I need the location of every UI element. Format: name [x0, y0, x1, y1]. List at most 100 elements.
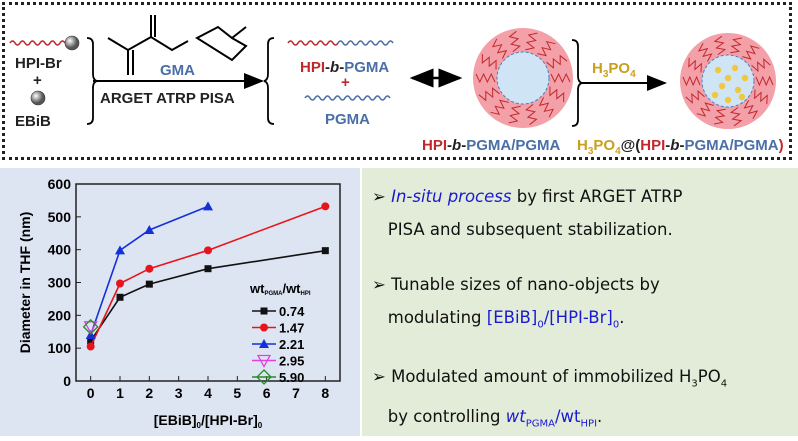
acid-dot	[711, 91, 719, 99]
corona-chain	[743, 100, 759, 119]
hpi-block-chain	[287, 40, 339, 46]
legend-title: wtPGMA/wtHPI	[249, 281, 311, 297]
legend-label: 2.21	[279, 337, 304, 352]
y-tick-label: 500	[48, 209, 72, 225]
corona-chain	[491, 38, 508, 59]
legend-item: 2.95	[252, 354, 304, 369]
acid-dot	[724, 96, 732, 104]
y-tick-label: 100	[48, 340, 72, 356]
highlight-3: ➢ Modulated amount of immobilized H3PO4 …	[372, 367, 728, 430]
pgma-chain	[304, 95, 391, 101]
acid-dot	[738, 93, 746, 101]
square-marker	[260, 307, 268, 315]
corona-chain	[714, 108, 726, 125]
square-marker	[87, 337, 95, 345]
corona-chain	[754, 89, 768, 105]
acid-dot	[718, 82, 726, 90]
series-0.74	[87, 247, 329, 345]
corona-chain	[688, 57, 702, 73]
corona-chain	[696, 102, 714, 117]
corona-chain	[549, 86, 565, 103]
corona-chain	[742, 45, 760, 60]
corona-chain	[478, 87, 500, 102]
corona-chain	[730, 37, 742, 54]
hpi-br-label: HPI-Br	[15, 55, 62, 72]
circle-marker	[260, 323, 268, 332]
corona-chain	[481, 53, 497, 70]
x-tick-label: 7	[292, 385, 300, 401]
x-axis-label: [EBiB]0/[HPI-Br]0	[154, 412, 263, 430]
y-tick-label: 600	[48, 176, 72, 192]
ebib-ball	[30, 90, 46, 106]
y-tick-label: 300	[48, 275, 72, 291]
x-tick-label: 8	[321, 385, 329, 401]
triangle-marker	[144, 224, 155, 234]
corona-chain	[525, 104, 538, 126]
circle-marker	[204, 246, 212, 255]
y-tick-label: 200	[48, 307, 72, 323]
legend-item: 2.21	[252, 337, 304, 352]
corona-chain	[537, 40, 556, 57]
ebib-label: EBiB	[15, 113, 51, 130]
gma-label: GMA	[160, 62, 195, 79]
right-bracket	[263, 37, 275, 125]
legend-item: 0.74	[252, 304, 305, 319]
corona-chain	[550, 72, 571, 84]
corona-chain	[755, 75, 774, 87]
corona-chain	[713, 35, 727, 56]
corona-chain	[685, 89, 705, 104]
corona-chain	[475, 72, 496, 84]
square-marker	[204, 265, 212, 273]
corona-chain	[538, 97, 555, 118]
micelle	[473, 28, 573, 128]
y-axis-label: Diameter in THF (nm)	[17, 212, 33, 354]
acid-dot	[724, 74, 732, 82]
highlights-panel: ➢ In-situ process by first ARGET ATRP PI…	[362, 168, 798, 436]
corona-chain	[508, 30, 521, 52]
loaded-micelle	[680, 33, 776, 129]
corona-chain	[697, 43, 713, 62]
reaction-label: ARGET ATRP PISA	[100, 90, 235, 107]
diamond-marker	[256, 369, 272, 385]
y-tick-label: 400	[48, 242, 72, 258]
series-2.21	[85, 201, 213, 340]
legend-label: 1.47	[279, 321, 304, 336]
gma-molecule	[107, 15, 248, 75]
pgma-block-chain	[337, 40, 394, 46]
acid-dot	[734, 86, 742, 94]
circle-marker	[116, 279, 124, 288]
acid-dot	[741, 74, 749, 82]
triangle-marker	[259, 339, 269, 348]
x-tick-label: 4	[204, 385, 212, 401]
legend-label: 5.90	[279, 370, 304, 385]
corona-chain	[682, 75, 701, 87]
x-tick-label: 6	[263, 385, 271, 401]
acid-label: H3PO4	[592, 60, 636, 80]
highlight-1: ➢ In-situ process by first ARGET ATRP PI…	[372, 187, 683, 239]
acid-dot	[714, 66, 722, 74]
series-line	[89, 205, 209, 336]
x-tick-label: 1	[116, 385, 124, 401]
square-marker	[116, 293, 124, 301]
corona-chain	[508, 105, 521, 124]
legend-item: 5.90	[252, 369, 304, 385]
x-tick-label: 5	[233, 385, 241, 401]
series-5.90	[82, 318, 99, 335]
x-tick-label: 2	[145, 385, 153, 401]
y-tick-label: 0	[63, 373, 71, 389]
hpi-chain	[9, 40, 66, 46]
loaded-micelle-label: H3PO4@(HPI-b-PGMA/PGMA)	[577, 137, 784, 157]
micelle-label: HPI-b-PGMA/PGMA	[422, 137, 561, 154]
x-tick-label: 3	[175, 385, 183, 401]
corona-chain	[751, 58, 771, 73]
corona-chain	[490, 99, 509, 116]
corona-chain	[729, 106, 743, 127]
triangle-marker	[203, 201, 213, 211]
legend-label: 0.74	[279, 304, 305, 319]
pgma-label: PGMA	[325, 111, 370, 128]
corona-chain	[546, 54, 568, 69]
corona-chain	[525, 32, 538, 51]
scheme-graphics	[9, 15, 776, 129]
diamond-marker	[82, 318, 99, 335]
